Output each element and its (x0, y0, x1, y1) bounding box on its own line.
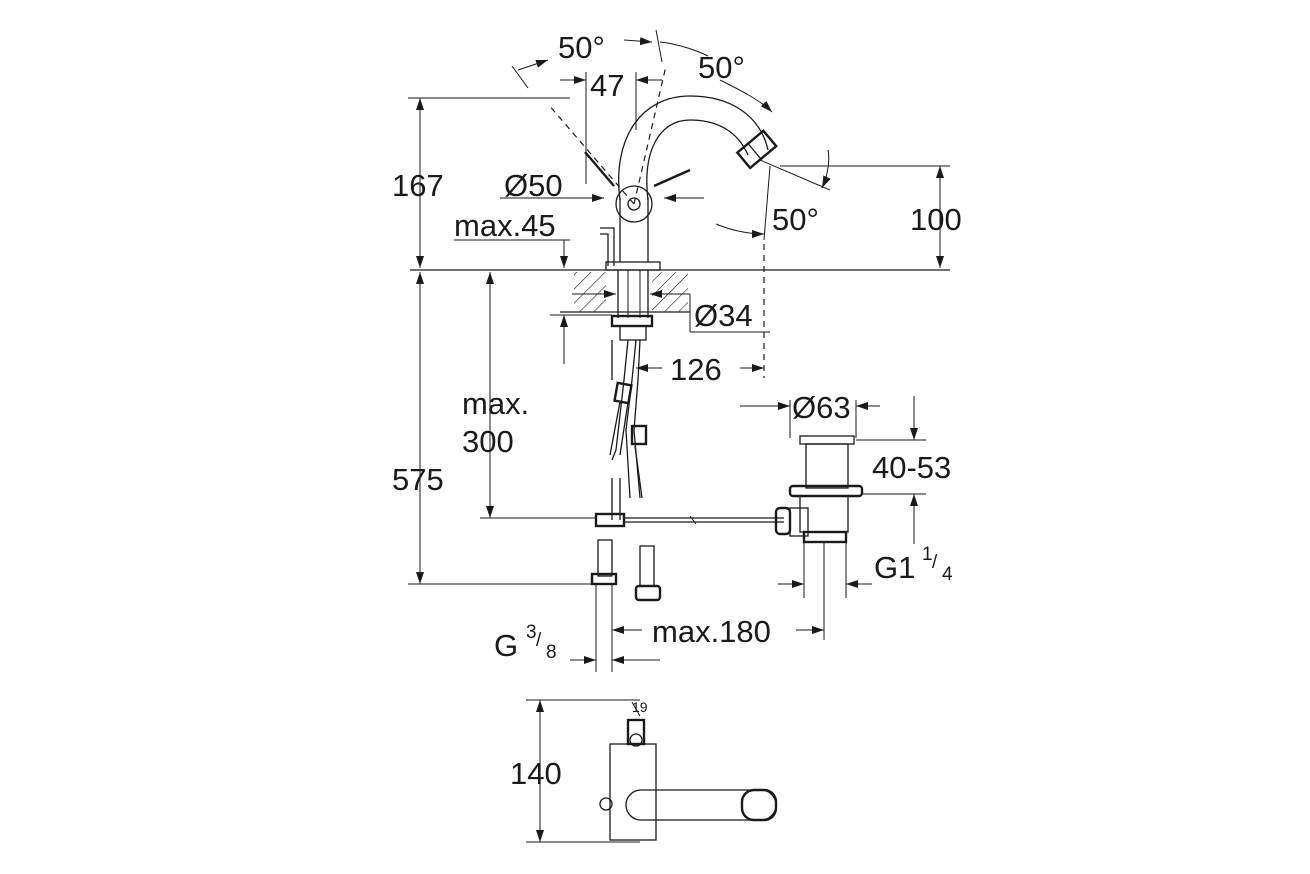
dim-dia-34 (572, 290, 770, 333)
dim-47 (560, 72, 662, 184)
label-575: 575 (392, 462, 444, 497)
label-167: 167 (392, 168, 444, 203)
dim-max-180 (612, 542, 825, 640)
label-g1-slash: / (932, 552, 938, 573)
top-view (526, 699, 778, 843)
mounting-shank (610, 270, 654, 380)
label-g38-slash: / (536, 630, 542, 651)
label-dia-50: Ø50 (504, 168, 563, 203)
label-max-300-line2: 300 (462, 424, 514, 459)
dim-dia-63 (740, 400, 880, 438)
label-dia-63: Ø63 (792, 390, 851, 425)
label-47: 47 (590, 68, 624, 103)
popup-linkage (594, 478, 792, 536)
label-g1-denominator: 4 (942, 564, 953, 585)
label-100: 100 (910, 202, 962, 237)
dim-g-3-8 (570, 584, 660, 672)
dim-575 (408, 272, 600, 585)
label-g38-main: G (494, 628, 518, 663)
dim-40-53 (856, 396, 926, 544)
label-126: 126 (670, 352, 722, 387)
dim-g1-1-4 (778, 542, 872, 598)
label-max-300-line1: max. (462, 386, 529, 421)
dim-max-300 (480, 272, 596, 519)
label-g38-denominator: 8 (546, 642, 557, 663)
label-max-180: max.180 (652, 614, 771, 649)
label-angle-top-left: 50° (558, 30, 605, 65)
faucet-body (547, 65, 778, 271)
label-g1-main: G1 (874, 550, 915, 585)
label-angle-spout: 50° (772, 202, 819, 237)
label-dia-34: Ø34 (694, 298, 753, 333)
dim-angle-spout (715, 149, 831, 241)
label-40-53: 40-53 (872, 450, 951, 485)
dim-angle-top (511, 29, 773, 113)
label-g1-numerator: 1 (922, 544, 933, 565)
countertop (410, 269, 950, 313)
dim-100 (780, 165, 950, 268)
label-g38-numerator: 3 (526, 622, 537, 643)
label-19: 19 (632, 699, 648, 715)
drain-body (788, 435, 864, 544)
label-angle-top-right: 50° (698, 50, 745, 85)
valve-connectors (590, 539, 662, 602)
dim-max-45 (454, 239, 612, 364)
dim-167 (408, 97, 570, 268)
supply-hoses (609, 339, 648, 499)
label-140: 140 (510, 756, 562, 791)
dim-126 (636, 244, 765, 378)
label-max-45: max.45 (454, 208, 556, 243)
